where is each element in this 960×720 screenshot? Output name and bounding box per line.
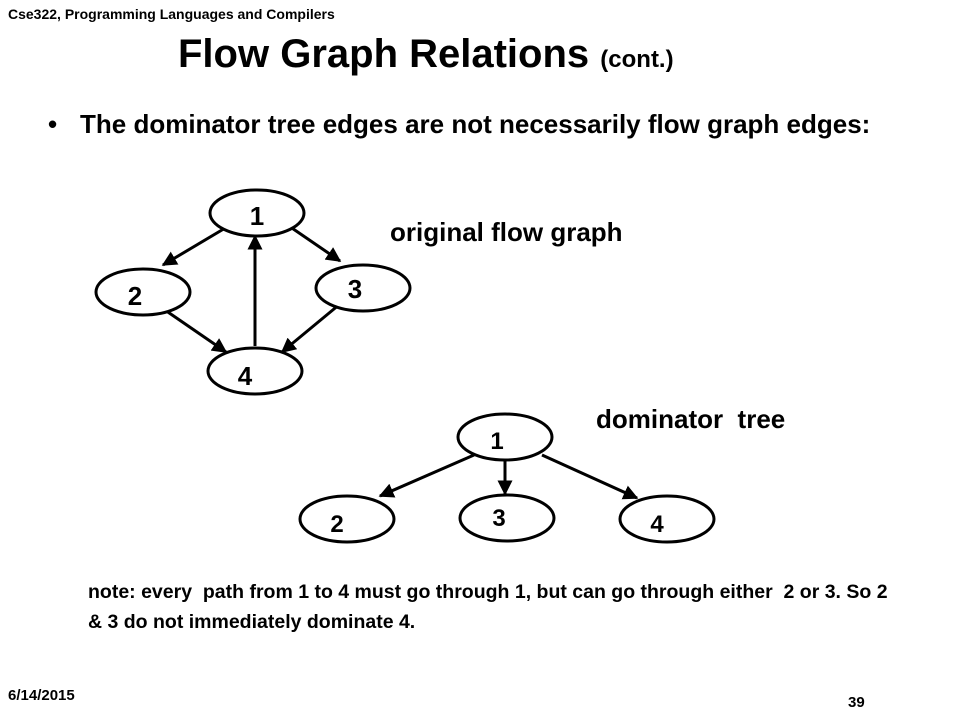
bullet-text: The dominator tree edges are not necessa…: [80, 109, 871, 139]
tree-node-1: [456, 412, 554, 462]
tree-node-3: [458, 493, 556, 543]
tree-node-3-label: 3: [492, 505, 505, 532]
flow-node-3: [314, 263, 412, 313]
tree-node-4-label: 4: [650, 511, 664, 538]
tree-node-4: [618, 494, 716, 544]
tree-node-2-label: 2: [330, 511, 343, 538]
tree-node-1-label: 1: [490, 428, 503, 455]
note-text: note: every path from 1 to 4 must go thr…: [88, 581, 893, 633]
flow-node-1: [208, 188, 306, 238]
flow-graph: 1 2 3 4 original flow graph: [94, 188, 623, 396]
tree-node-2: [298, 494, 396, 544]
flow-node-2: [94, 267, 192, 317]
tree-edge-1-4: [541, 453, 639, 500]
flow-edge-3-4: [280, 302, 341, 354]
title-main: Flow Graph Relations: [178, 32, 590, 76]
flow-graph-caption: original flow graph: [390, 217, 623, 247]
page-number: 39: [848, 694, 865, 711]
flow-edge-1-2: [161, 222, 233, 267]
flow-edge-1-3: [285, 222, 342, 263]
flow-node-1-label: 1: [250, 201, 264, 231]
dominator-tree: 1 2 3 4 dominator tree: [298, 404, 785, 544]
flow-node-4: [206, 346, 304, 396]
bullet-point: • The dominator tree edges are not neces…: [48, 106, 878, 142]
slide-title: Flow Graph Relations (cont.): [178, 32, 674, 77]
flow-node-3-label: 3: [348, 274, 362, 304]
course-header: Cse322, Programming Languages and Compil…: [8, 6, 335, 22]
dominator-tree-caption: dominator tree: [596, 404, 785, 434]
bullet-marker: •: [48, 109, 58, 139]
flow-node-2-label: 2: [128, 281, 142, 311]
tree-edge-1-2: [378, 453, 475, 498]
title-suffix: (cont.): [600, 46, 674, 73]
flow-edge-2-4: [161, 306, 228, 354]
flow-node-4-label: 4: [238, 361, 253, 391]
footer-date: 6/14/2015: [8, 687, 75, 704]
